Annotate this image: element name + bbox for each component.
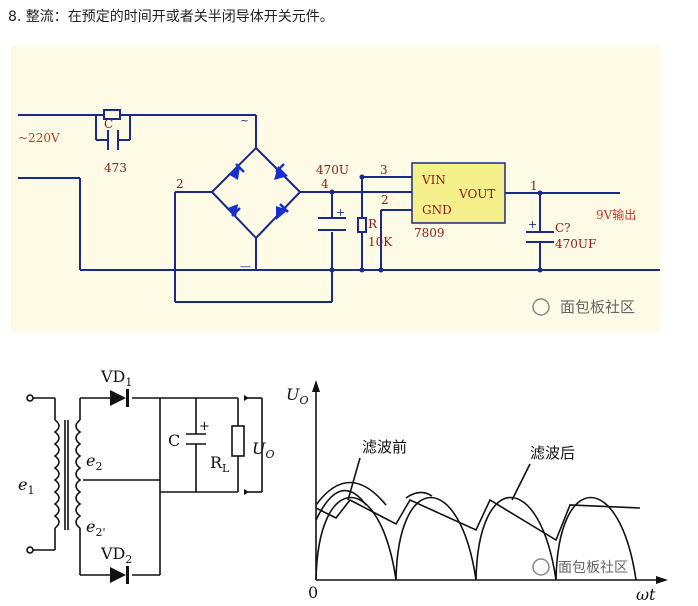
cap-c-label: C (104, 117, 113, 131)
e2-label: e2 (86, 451, 102, 473)
y-axis-label: UO (286, 385, 309, 407)
node-3: 3 (380, 163, 388, 177)
x-axis-label: ωt (636, 585, 656, 604)
reg-vout: VOUT (458, 187, 495, 201)
waveform-plot (315, 390, 660, 581)
cap-out-label: C? (555, 221, 571, 235)
vd2-label: VD2 (100, 544, 132, 566)
output-label: 9V输出 (596, 207, 636, 222)
svg-text:+: + (336, 206, 345, 219)
cap-c-bottom: C (168, 431, 180, 450)
node-2-left: 2 (176, 177, 184, 191)
reg-gnd: GND (422, 203, 452, 217)
svg-text:+: + (528, 218, 537, 231)
cap-470u: 470U (316, 163, 349, 177)
after-filter-label: 滤波后 (530, 444, 575, 462)
regulator-7809 (411, 162, 506, 224)
half-wave-circuit (26, 394, 263, 576)
reg-vin: VIN (421, 173, 446, 187)
ac-input-label: ~220V (18, 131, 60, 145)
uo-label: UO (252, 439, 275, 461)
resistor-r: R (368, 217, 378, 231)
top-circuit-panel (11, 45, 659, 332)
svg-text:~: ~ (240, 114, 249, 127)
cap-c-value: 473 (104, 161, 127, 175)
section-heading: 8. 整流：在预定的时间开或者关半闭导体开关元件。 (8, 9, 334, 25)
reg-part: 7809 (414, 226, 445, 240)
origin-label: 0 (308, 583, 318, 602)
e1-label: e1 (18, 475, 34, 497)
top-watermark: 面包板社区 (560, 298, 635, 316)
node-4: 4 (321, 177, 329, 191)
node-1: 1 (530, 179, 538, 193)
vd1-label: VD1 (100, 367, 132, 389)
before-filter-label: 滤波前 (362, 438, 407, 456)
node-2-right: 2 (381, 193, 389, 207)
cap-plus: + (199, 419, 210, 434)
e2p-label: e2' (86, 517, 106, 539)
resistor-10k: 10K (368, 235, 393, 249)
bottom-watermark: 面包板社区 (558, 560, 628, 576)
svg-text:—: — (240, 260, 251, 273)
rl-label: RL (210, 453, 230, 475)
cap-out-value: 470UF (555, 237, 596, 251)
